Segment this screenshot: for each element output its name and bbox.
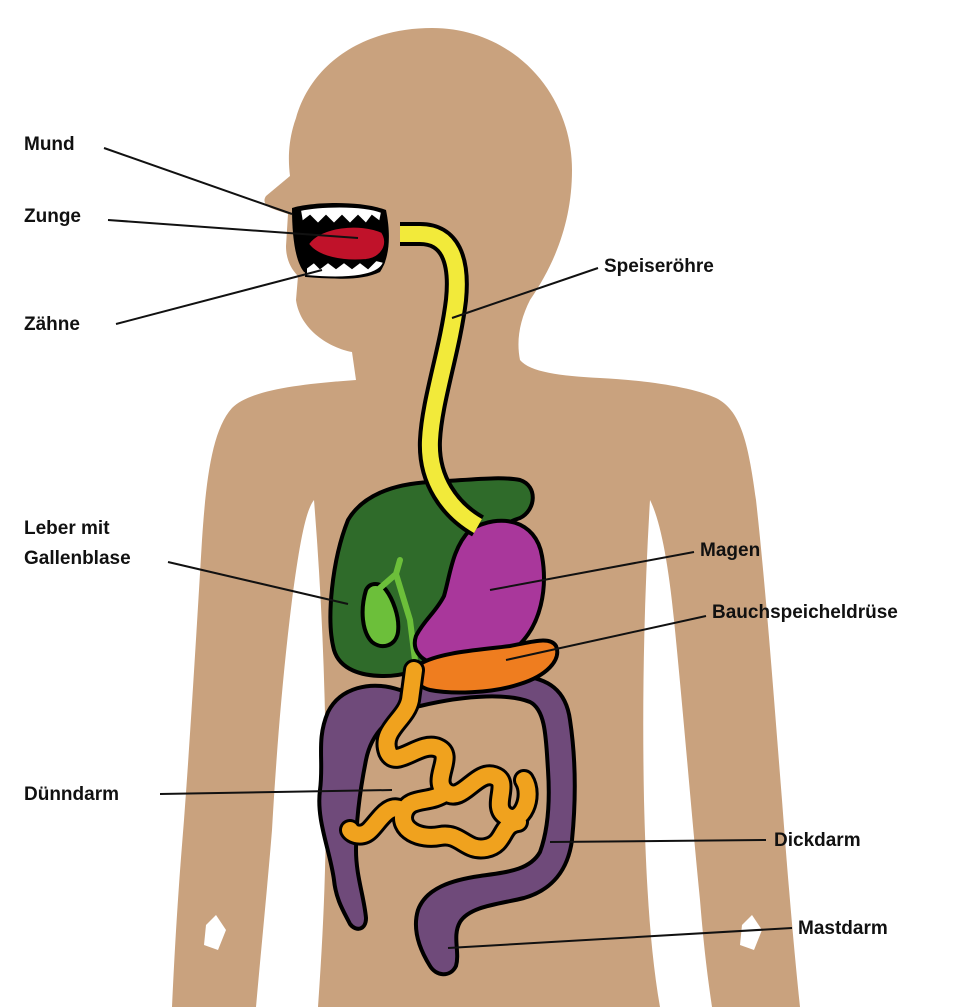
label-leber-line2: Gallenblase xyxy=(24,548,131,569)
label-speiseroehre: Speiseröhre xyxy=(604,256,714,277)
label-duenndarm: Dünndarm xyxy=(24,784,119,805)
label-zaehne: Zähne xyxy=(24,314,80,335)
label-mund: Mund xyxy=(24,134,75,155)
pointer-mund xyxy=(104,148,292,214)
mouth xyxy=(292,203,389,279)
label-magen: Magen xyxy=(700,540,760,561)
label-bauchspeicheldruese: Bauchspeicheldrüse xyxy=(712,602,898,623)
label-zunge: Zunge xyxy=(24,206,81,227)
label-dickdarm: Dickdarm xyxy=(774,830,861,851)
pointer-zaehne xyxy=(116,270,322,324)
label-leber-line1: Leber mit xyxy=(24,518,110,539)
label-mastdarm: Mastdarm xyxy=(798,918,888,939)
